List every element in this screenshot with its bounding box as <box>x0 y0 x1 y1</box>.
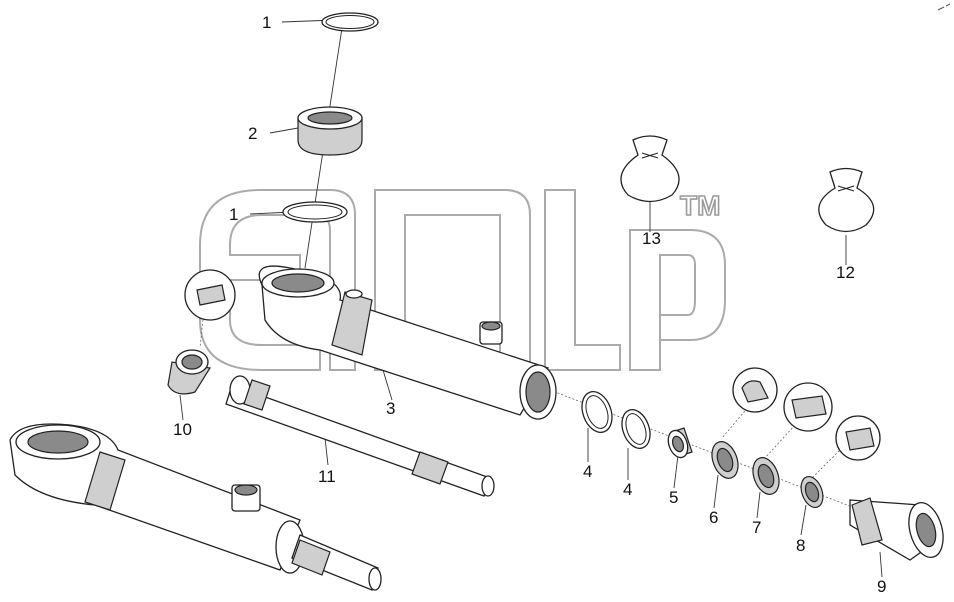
callout-11: 11 <box>318 467 336 486</box>
callout-4a: 4 <box>583 462 592 481</box>
callout-12: 12 <box>836 263 855 282</box>
watermark-tm: TM <box>680 190 720 221</box>
piston-rod <box>225 375 495 497</box>
cylinder-tube <box>258 265 557 420</box>
callout-5: 5 <box>669 488 678 507</box>
callout-10: 10 <box>173 420 192 439</box>
seal-6 <box>711 367 778 479</box>
snap-ring-top <box>321 12 379 32</box>
callout-6: 6 <box>709 508 718 527</box>
watermark-logo: TM <box>199 189 726 371</box>
callout-1-top: 1 <box>262 13 271 32</box>
callout-1-mid: 1 <box>229 205 238 224</box>
grease-cap-12 <box>818 167 875 233</box>
corner-mark <box>937 3 951 11</box>
callout-7: 7 <box>752 518 761 537</box>
callout-13: 13 <box>642 229 661 248</box>
bushing-5 <box>667 427 693 459</box>
gland-9 <box>849 497 944 561</box>
callout-9: 9 <box>877 577 886 596</box>
bushing-10 <box>167 269 236 395</box>
o-ring-4a <box>581 391 613 433</box>
callout-2: 2 <box>248 124 257 143</box>
snap-ring-middle <box>282 201 348 223</box>
grease-cap-13 <box>620 135 680 203</box>
callout-4b: 4 <box>623 480 632 499</box>
ring-8 <box>800 415 881 509</box>
callout-labels: 1 2 1 13 12 3 10 11 4 4 5 6 7 8 9 <box>173 13 886 596</box>
callout-8: 8 <box>796 536 805 555</box>
seal-7 <box>752 382 833 495</box>
callout-3: 3 <box>386 399 395 418</box>
assembled-cylinder <box>9 423 382 591</box>
bushing <box>297 106 363 156</box>
o-ring-4b <box>621 409 651 449</box>
